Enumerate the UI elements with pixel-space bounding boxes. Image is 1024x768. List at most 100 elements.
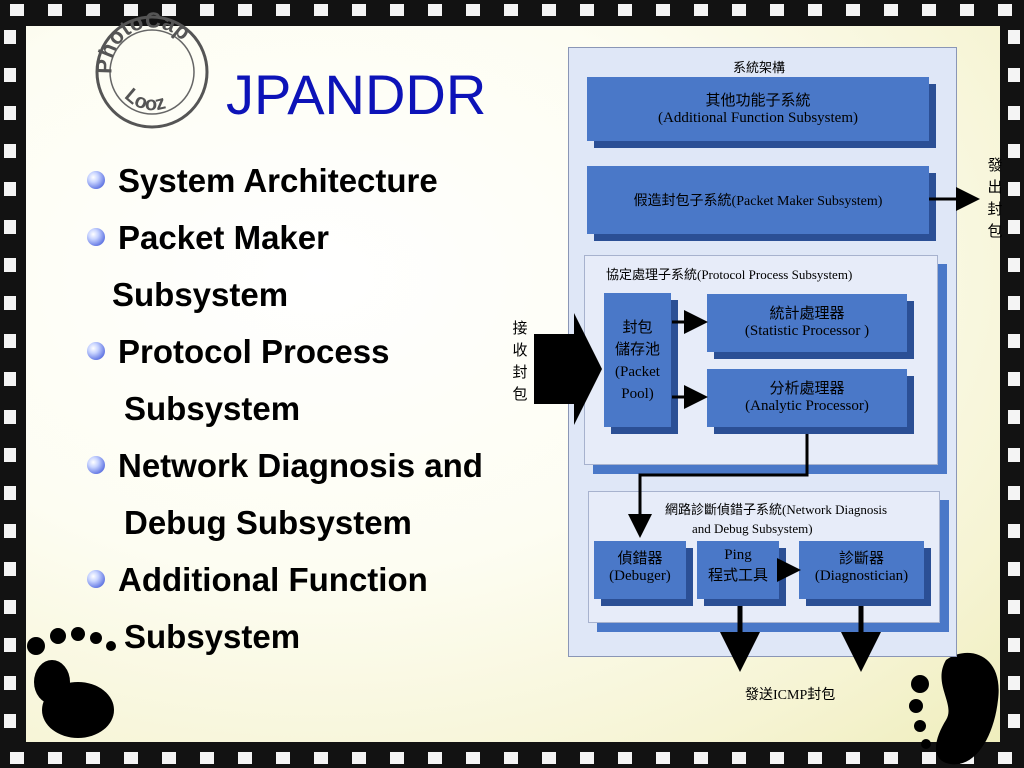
film-perforation [694,4,708,16]
film-perforation [1008,410,1020,424]
film-perforation [124,4,138,16]
film-perforation [314,752,328,764]
film-perforation [10,4,24,16]
film-perforation [4,448,16,462]
film-perforation [656,752,670,764]
film-perforation [922,752,936,764]
footprint-left-icon [27,627,116,738]
film-perforation [4,220,16,234]
film-perforation [238,4,252,16]
film-perforation [1008,676,1020,690]
packet-pool-line1: 封包 [622,320,653,336]
network-diagnosis-label-line2: and Debug Subsystem) [692,521,813,536]
film-perforation [1008,486,1020,500]
diagram-header: 系統架構 [733,60,786,75]
film-perforation [428,752,442,764]
packet-maker-box: 假造封包子系統(Packet Maker Subsystem) [587,166,929,234]
film-perforation [846,4,860,16]
bullet-5-text: Additional Function [118,561,428,598]
film-perforation [4,296,16,310]
film-perforation [1008,334,1020,348]
film-perforation [4,144,16,158]
film-perforation [48,4,62,16]
film-perforation [1008,144,1020,158]
ping-tool-line2: 程式工具 [707,568,768,584]
film-perforation [1008,524,1020,538]
film-perforation [4,30,16,44]
bullet-dot-icon [87,171,105,189]
slide-title: JPANDDR [226,63,487,126]
film-perforation [1008,106,1020,120]
film-perforation [1008,258,1020,272]
film-perforation [846,752,860,764]
film-perforation [4,524,16,538]
photocap-stamp-logo: PhotoCap Looz [92,12,209,129]
film-perforation [618,4,632,16]
packet-pool-line4: Pool) [621,386,654,402]
bullet-dot-icon [87,228,105,246]
film-perforation [504,4,518,16]
film-perforation [4,638,16,652]
film-perforation [4,182,16,196]
bullet-dot-icon [87,456,105,474]
film-perforation [922,4,936,16]
film-perforation [390,752,404,764]
film-perforation [770,752,784,764]
diagnostician-box: 診斷器 (Diagnostician) [799,541,924,599]
film-perforation [4,486,16,500]
film-perforation [4,334,16,348]
bullet-3-text-cont: Subsystem [124,390,301,427]
footprint-right-icon [909,652,999,765]
film-perforation [466,4,480,16]
film-perforation [618,752,632,764]
film-perforation [4,600,16,614]
statistic-processor-en: (Statistic Processor ) [744,323,870,339]
film-perforation [314,4,328,16]
receive-packet-arrow-icon [534,313,602,425]
film-perforation [1008,182,1020,196]
film-perforation [4,68,16,82]
packet-pool-line3: (Packet [615,364,660,380]
film-perforation [124,752,138,764]
bullet-1-text: System Architecture [118,162,438,199]
bullet-dot-icon [87,570,105,588]
packet-pool-line2: 儲存池 [614,342,660,358]
film-perforation [466,752,480,764]
additional-function-en: (Additional Function Subsystem) [658,110,858,126]
receive-packet-label: 接收封包 [512,321,528,403]
additional-function-box: 其他功能子系統 (Additional Function Subsystem) [587,77,929,141]
film-perforation [1008,600,1020,614]
film-perforation [694,752,708,764]
bullet-2-text-cont: Subsystem [112,276,289,313]
film-perforation [808,4,822,16]
diagnostician-en: (Diagnostician) [814,568,909,584]
ping-tool-box: Ping 程式工具 [697,541,779,599]
film-perforation [656,4,670,16]
film-perforation [276,4,290,16]
debuger-box: 偵錯器 (Debuger) [594,541,686,599]
debuger-en: (Debuger) [609,568,671,584]
statistic-processor-cn: 統計處理器 [769,306,845,322]
send-icmp-label: 發送ICMP封包 [745,688,836,703]
film-perforation [732,4,746,16]
analytic-processor-en: (Analytic Processor) [745,398,869,414]
bullet-3-text: Protocol Process [118,333,390,370]
film-perforation [4,714,16,728]
packet-maker-label: 假造封包子系統(Packet Maker Subsystem) [633,194,883,209]
film-perforation [4,258,16,272]
film-perforation [504,752,518,764]
film-perforation [1008,68,1020,82]
film-perforation [1008,638,1020,652]
film-perforation [960,4,974,16]
film-perforation [732,752,746,764]
film-perforation [276,752,290,764]
film-perforation [1008,714,1020,728]
film-perforation [86,4,100,16]
film-perforation [1008,372,1020,386]
film-perforation [10,752,24,764]
film-perforation [4,562,16,576]
film-perforation [4,410,16,424]
bullet-dot-icon [87,342,105,360]
film-perforation [86,752,100,764]
